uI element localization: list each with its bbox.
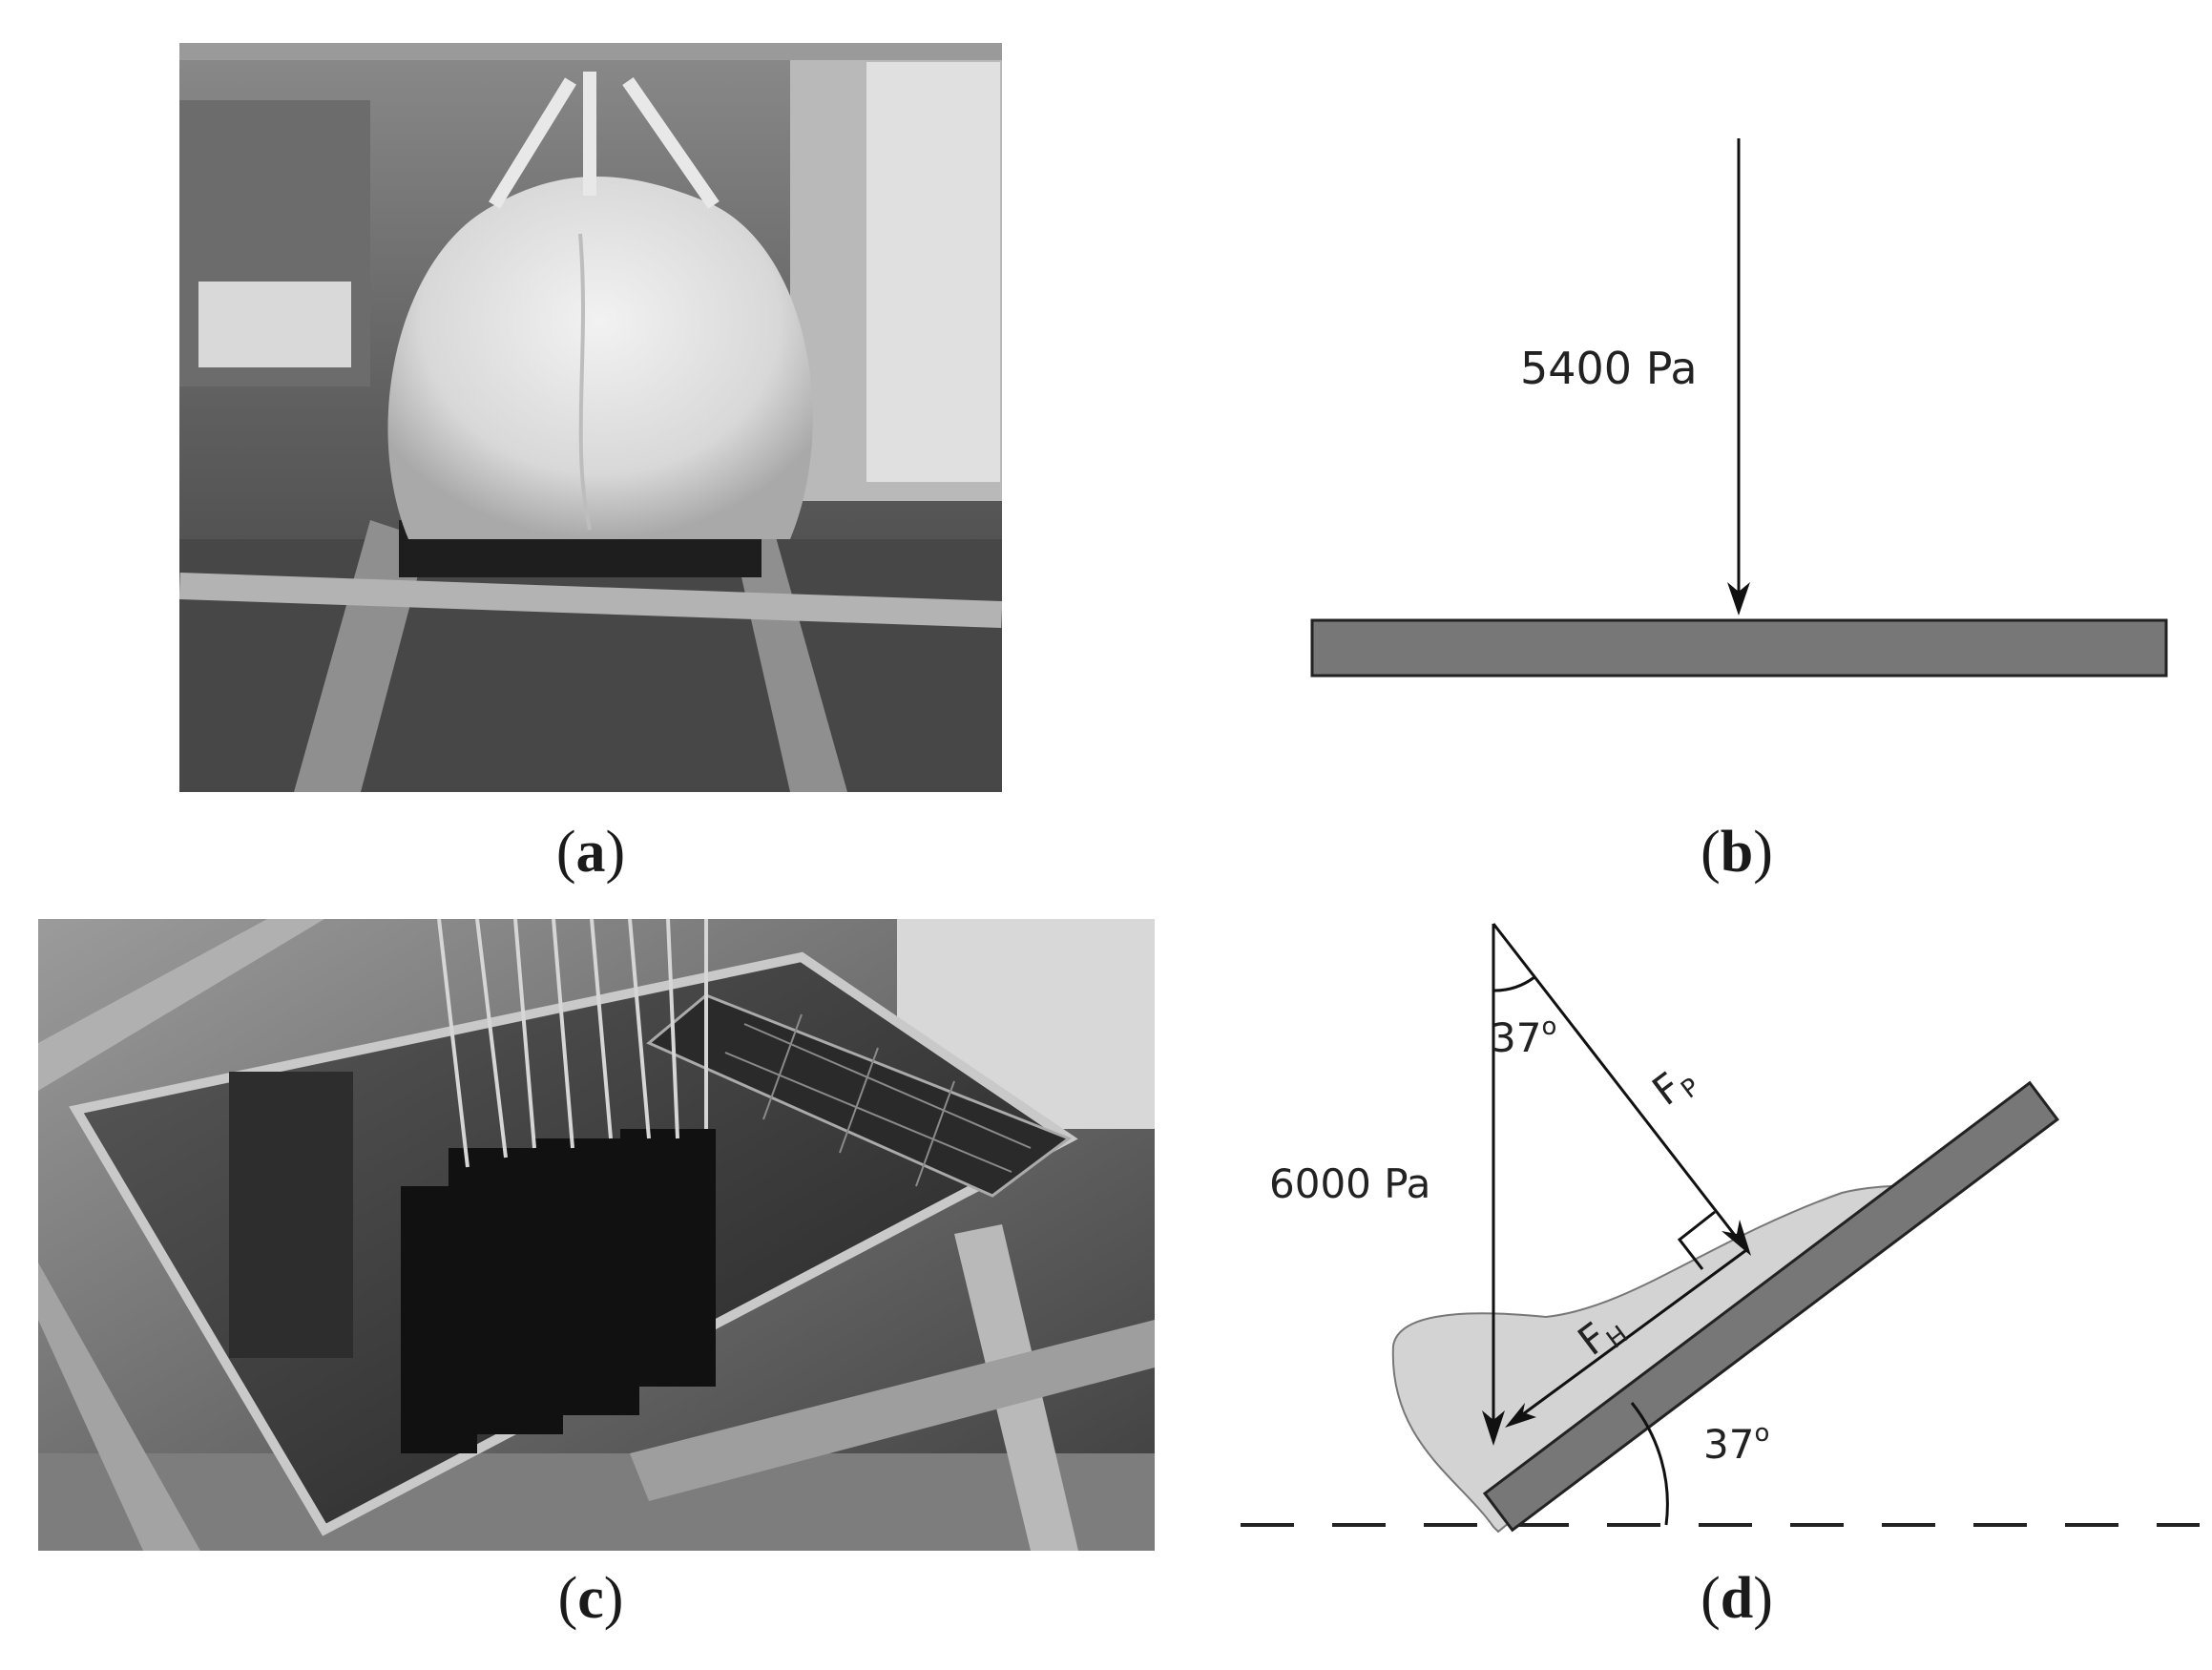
photo-a-bulk-bag <box>179 43 1002 792</box>
angle-arc-bottom-d <box>1630 1402 1669 1526</box>
fp-label-d: FP <box>1644 1054 1705 1118</box>
caption-c: (c) <box>557 1566 624 1631</box>
caption-a: (a) <box>555 820 626 885</box>
fp-arrow-d <box>1492 923 1748 1251</box>
right-angle-marker-d <box>1677 1210 1716 1270</box>
caption-b: (b) <box>1701 820 1773 885</box>
inclined-plate-d <box>1482 1080 2060 1533</box>
arrowhead-b <box>1727 582 1750 616</box>
diagram-b-vertical-load: 5400 Pa <box>1310 138 2168 678</box>
caption-d: (d) <box>1701 1566 1773 1631</box>
plate-b <box>1310 618 2168 678</box>
load-label-d: 6000 Pa <box>1269 1160 1430 1207</box>
diagram-d-inclined-load: 37o 6000 Pa FP FH 37o <box>1241 923 2200 1534</box>
fh-arrow-d <box>1512 1248 1747 1424</box>
angle-label-bottom-d: 37o <box>1703 1419 1769 1468</box>
photo-c-tilted-module <box>38 919 1155 1551</box>
angle-arc-top-d <box>1492 975 1535 992</box>
load-label-b: 5400 Pa <box>1520 343 1698 394</box>
angle-label-top-d: 37o <box>1491 1012 1556 1061</box>
